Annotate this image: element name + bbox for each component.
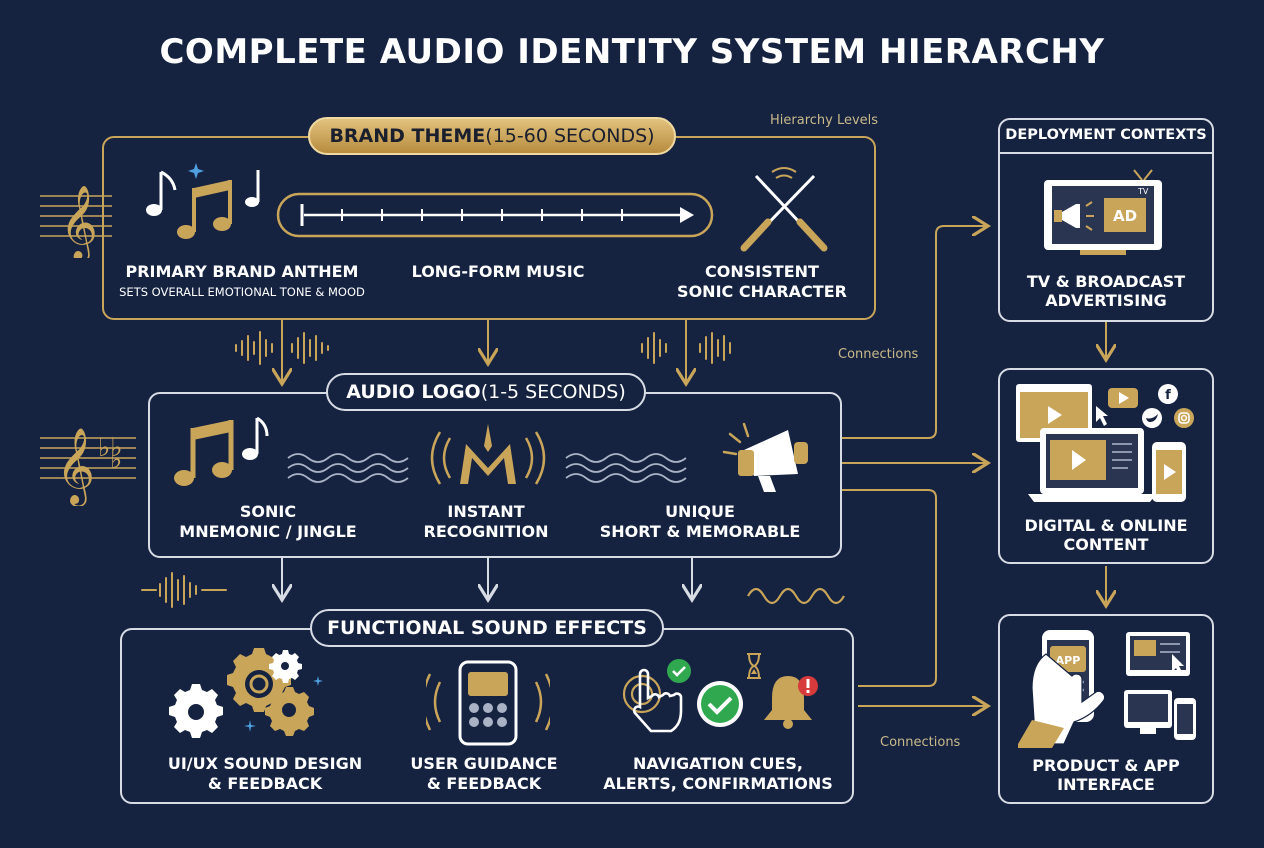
conductor-batons-icon [740,167,828,252]
deployment-item-label: PRODUCT & APP [1032,756,1180,775]
audio-logo-item-label: INSTANT [447,502,525,521]
brand-theme-item-label: PRIMARY BRAND ANTHEM [125,262,359,281]
audio-logo-title-main: AUDIO LOGO [346,381,481,403]
sine-wave-icon [747,587,845,605]
audio-logo-item-label: RECOGNITION [423,522,549,541]
svg-text:♭: ♭ [110,445,122,475]
brand-theme-item-sublabel: SETS OVERALL EMOTIONAL TONE & MOOD [119,285,365,299]
sound-wave-icon [641,332,731,364]
monogram-m-icon [430,424,546,485]
bell-icon [764,676,818,729]
deployment-item-label: CONTENT [1063,535,1149,554]
tv-ad-badge: AD [1113,207,1137,225]
page-title: COMPLETE AUDIO IDENTITY SYSTEM HIERARCHY [159,32,1105,72]
arrow-bt-to-al [282,320,686,382]
brand-theme-title: BRAND THEME (15-60 SECONDS) [308,117,676,155]
brand-theme-item-label: LONG-FORM MUSIC [411,262,585,281]
megaphone-icon [722,422,808,492]
sound-effects-item-label: & FEEDBACK [207,774,323,793]
sound-effects-item-label: NAVIGATION CUES, [633,754,803,773]
brand-theme-item-label: CONSISTENT [705,262,819,281]
sound-effects-item-label: ALERTS, CONFIRMATIONS [603,774,833,793]
deployment-digital-panel [998,368,1214,564]
treble-clef-icon: 𝄞 [40,186,112,258]
sound-effects-item-label: & FEEDBACK [426,774,542,793]
phone-app-badge: APP [1056,654,1081,667]
audio-logo-item-label: MNEMONIC / JINGLE [179,522,357,541]
sound-wave-icon [141,572,227,608]
sound-wave-icon [287,453,409,483]
deployment-item-label: DIGITAL & ONLINE [1024,516,1188,535]
audio-logo-item-label: UNIQUE [665,502,735,521]
arrow-al-to-fse [282,558,692,598]
music-notes-icon [146,163,260,239]
deployment-item-label: INTERFACE [1057,775,1155,794]
checkmark-icon [667,659,691,683]
checkmark-icon [697,681,743,727]
deployment-item-label: ADVERTISING [1045,291,1167,310]
note-hierarchy-levels: Hierarchy Levels [770,113,879,128]
tv-mini-label: TV [1137,187,1149,196]
sound-effects-item-label: UI/UX SOUND DESIGN [167,754,363,773]
tap-hand-icon [622,668,683,733]
brand-theme-title-main: BRAND THEME [329,125,486,147]
hourglass-icon [747,653,761,679]
music-notes-icon [174,416,269,486]
audio-logo-title: AUDIO LOGO (1-5 SECONDS) [326,373,646,411]
treble-clef-icon: 𝄞 ♭♭ ♭ [40,427,136,506]
sound-wave-icon [565,453,687,483]
svg-text:𝄞: 𝄞 [60,186,98,258]
phone-keypad-icon [426,660,550,746]
timeline-arrow-icon [276,192,714,238]
deployment-tv-panel [998,118,1214,322]
deployment-header: DEPLOYMENT CONTEXTS [998,118,1214,154]
brand-theme-item-label: SONIC CHARACTER [677,282,847,301]
deployment-product-panel [998,614,1214,804]
laptop-icon: f [1016,384,1194,502]
note-connections: Connections [880,735,961,750]
phone-app-icon: APP [1016,630,1196,748]
svg-text:♭♭: ♭♭ [98,433,123,463]
gears-icon [169,648,323,738]
audio-logo-item-label: SHORT & MEMORABLE [599,522,801,541]
audio-logo-title-detail: (1-5 SECONDS) [480,381,626,403]
note-connections: Connections [838,347,919,362]
svg-text:f: f [1165,388,1171,403]
sound-effects-item-label: USER GUIDANCE [410,754,558,773]
tv-icon: TV AD [1044,169,1162,255]
sound-effects-title: FUNCTIONAL SOUND EFFECTS [310,609,664,647]
audio-logo-item-label: SONIC [239,502,297,521]
sound-wave-icon [235,331,329,365]
svg-text:𝄞: 𝄞 [56,427,95,506]
deployment-item-label: TV & BROADCAST [1026,272,1186,291]
brand-theme-title-detail: (15-60 SECONDS) [485,125,655,147]
connection-lines [842,226,1106,706]
